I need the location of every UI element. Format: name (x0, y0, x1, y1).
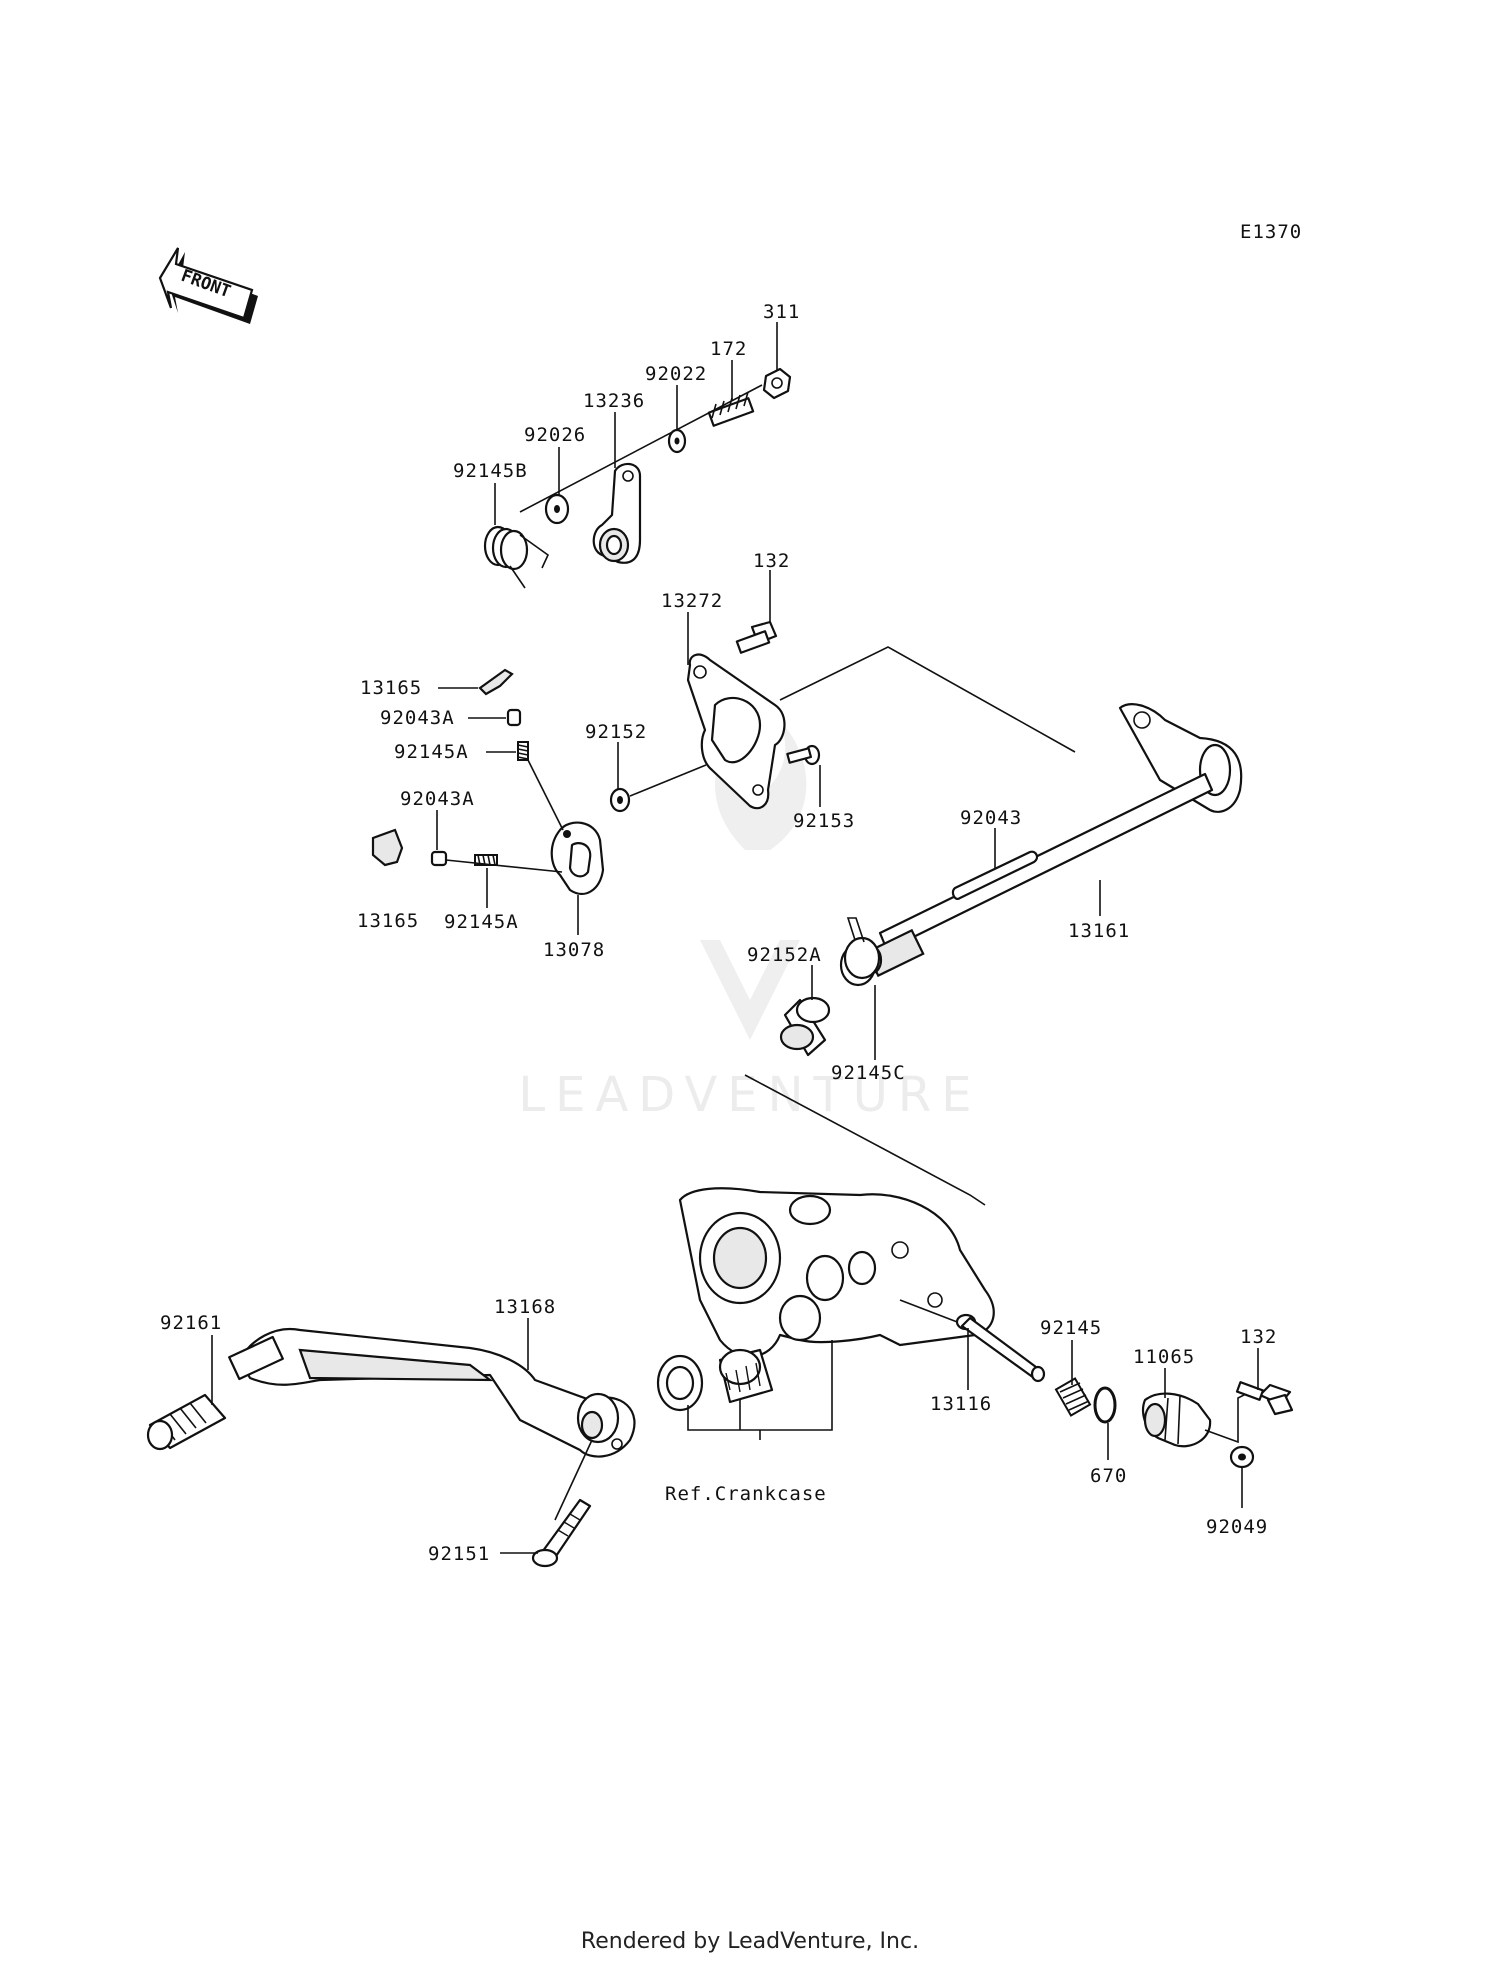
ref-crankcase-bracket (687, 1340, 833, 1440)
axis-line-right (899, 1299, 966, 1326)
washer-92022 (667, 428, 687, 454)
label-132-upper: 132 (753, 550, 790, 572)
label-13272: 13272 (661, 590, 723, 612)
ref-crankcase-label: Ref.Crankcase (665, 1483, 827, 1505)
cam-13078 (550, 821, 605, 895)
watermark-text: LEADVENTURE (518, 1067, 981, 1123)
pawl-13165-upper (478, 668, 514, 696)
bearing-left (656, 1354, 704, 1412)
label-13165-lower: 13165 (357, 910, 419, 932)
spring-92145 (1054, 1377, 1092, 1417)
spring-92145B (483, 525, 550, 589)
label-92043A-upper: 92043A (380, 707, 455, 729)
bushing-92152A (779, 996, 831, 1057)
label-92153: 92153 (793, 810, 855, 832)
label-311: 311 (763, 301, 800, 323)
washer-92026 (544, 493, 570, 525)
label-92152A: 92152A (747, 944, 822, 966)
label-132-lower: 132 (1240, 1326, 1277, 1348)
circlip-670 (1093, 1386, 1117, 1424)
housing-11065 (1141, 1392, 1212, 1448)
shift-pedal-13168 (228, 1327, 636, 1458)
part-labels: 311 172 92022 13236 92026 92145B 132 132… (160, 301, 1277, 1565)
pin-92043A-lower (430, 850, 448, 867)
shift-shaft (744, 646, 1243, 1206)
pin-92043A-upper (506, 708, 522, 727)
upper-assembly (483, 367, 792, 589)
bolt-132-upper (735, 620, 778, 654)
label-13236: 13236 (583, 390, 645, 412)
spring-92145A-upper (517, 741, 529, 761)
bolt-132-lower (1235, 1381, 1294, 1416)
label-92026: 92026 (524, 424, 586, 446)
label-92161: 92161 (160, 1312, 222, 1334)
label-92145: 92145 (1040, 1317, 1102, 1339)
label-13168: 13168 (494, 1296, 556, 1318)
label-92049: 92049 (1206, 1516, 1268, 1538)
needle-bearing (718, 1348, 774, 1404)
label-13078: 13078 (543, 939, 605, 961)
bolt-172 (707, 391, 755, 427)
label-172: 172 (710, 338, 747, 360)
label-92145A-upper: 92145A (394, 741, 469, 763)
screw-92153 (786, 744, 821, 766)
label-92043: 92043 (960, 807, 1022, 829)
pin-92043 (951, 850, 1039, 900)
rubber-92161 (146, 1393, 227, 1451)
spring-92145A-lower (474, 854, 498, 866)
label-11065: 11065 (1133, 1346, 1195, 1368)
label-92022: 92022 (645, 363, 707, 385)
selector-bracket-area (371, 620, 821, 895)
arm-13236 (592, 462, 642, 564)
label-670: 670 (1090, 1465, 1127, 1487)
washer-92049 (1229, 1445, 1255, 1469)
label-92043A-lower: 92043A (400, 788, 475, 810)
label-13161: 13161 (1068, 920, 1130, 942)
label-92152: 92152 (585, 721, 647, 743)
pawl-13165-lower (371, 828, 404, 867)
label-92145B: 92145B (453, 460, 528, 482)
spring-92145C (839, 917, 881, 987)
leader-lines (211, 322, 1259, 1554)
label-92145C: 92145C (831, 1062, 906, 1084)
bolt-92151 (531, 1498, 592, 1568)
label-92151: 92151 (428, 1543, 490, 1565)
label-92145A-lower: 92145A (444, 911, 519, 933)
washer-92152 (609, 787, 631, 813)
front-arrow-icon: FRONT (158, 247, 258, 324)
label-13165-upper: 13165 (360, 677, 422, 699)
pin-13116 (955, 1313, 1046, 1383)
diagram-code: E1370 (1240, 221, 1302, 243)
crankcase (678, 1187, 995, 1358)
footer-credit: Rendered by LeadVenture, Inc. (581, 1929, 919, 1954)
nut-311 (762, 367, 792, 400)
label-13116: 13116 (930, 1393, 992, 1415)
